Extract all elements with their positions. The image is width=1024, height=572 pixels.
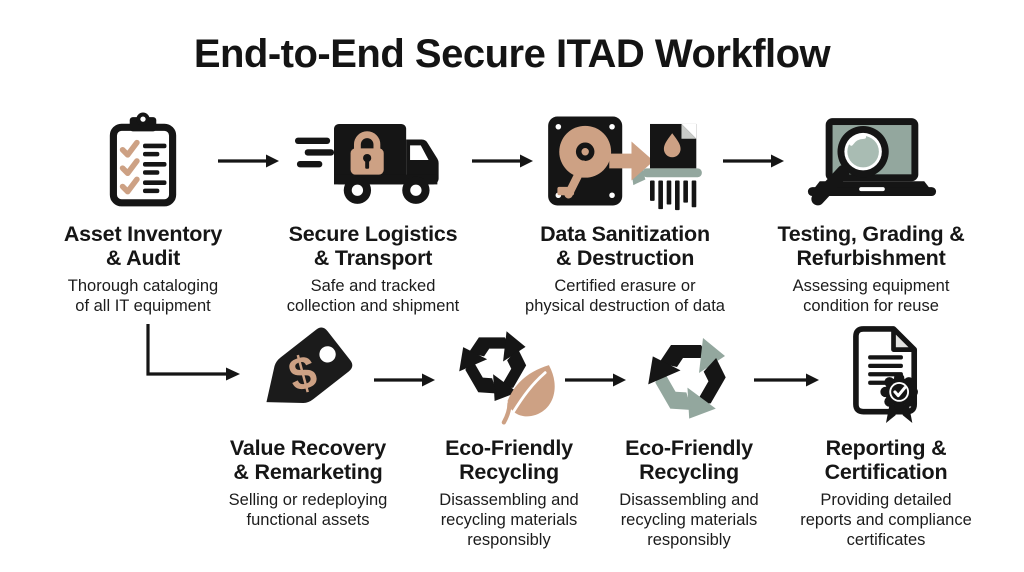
flow-elbow-arrow xyxy=(140,322,250,386)
step-title: Data Sanitization & Destruction xyxy=(540,222,710,271)
certificate-document-icon xyxy=(776,324,996,426)
recycle-arrows-icon xyxy=(599,324,779,426)
flow-arrow-1 xyxy=(216,151,280,171)
step-title: Eco-Friendly Recycling xyxy=(445,436,573,485)
flow-arrow-6 xyxy=(752,370,820,390)
workflow-step-4: Testing, Grading & Refurbishment Assessi… xyxy=(761,110,981,317)
laptop-magnifier-icon xyxy=(761,110,981,212)
workflow-step-6: Eco-Friendly Recycling Disassembling and… xyxy=(419,324,599,551)
step-description: Certified erasure or physical destructio… xyxy=(525,277,725,315)
step-title: Value Recovery & Remarketing xyxy=(229,436,387,485)
step-description: Assessing equipment condition for reuse xyxy=(792,277,950,315)
step-description: Thorough cataloging of all IT equipment xyxy=(67,277,219,315)
step-title: Secure Logistics & Transport xyxy=(288,222,458,271)
step-title: Testing, Grading & Refurbishment xyxy=(777,222,965,271)
recycle-leaf-icon xyxy=(419,324,599,426)
step-description: Disassembling and recycling materials re… xyxy=(439,491,579,549)
workflow-step-2: Secure Logistics & Transport Safe and tr… xyxy=(268,110,478,317)
step-title: Reporting & Certification xyxy=(824,436,948,485)
step-description: Safe and tracked collection and shipment xyxy=(286,277,460,315)
workflow-step-8: Reporting & Certification Providing deta… xyxy=(776,324,996,551)
flow-arrow-3 xyxy=(721,151,785,171)
secure-truck-icon xyxy=(268,110,478,212)
step-description: Disassembling and recycling materials re… xyxy=(619,491,759,549)
workflow-step-3: Data Sanitization & Destruction Certifie… xyxy=(505,110,745,317)
price-tag-icon: $ xyxy=(198,324,418,426)
flow-arrow-2 xyxy=(470,151,534,171)
step-description: Providing detailed reports and complianc… xyxy=(800,491,972,549)
step-title: Eco-Friendly Recycling xyxy=(625,436,753,485)
workflow-step-5: $ Value Recovery & Remarketing Selling o… xyxy=(198,324,418,531)
workflow-step-7: Eco-Friendly Recycling Disassembling and… xyxy=(599,324,779,551)
step-description: Selling or redeploying functional assets xyxy=(228,491,388,529)
page-title: End-to-End Secure ITAD Workflow xyxy=(193,32,831,76)
flow-arrow-4 xyxy=(372,370,436,390)
step-title: Asset Inventory & Audit xyxy=(63,222,223,271)
clipboard-checklist-icon xyxy=(43,110,243,212)
flow-arrow-5 xyxy=(563,370,627,390)
workflow-step-1: Asset Inventory & Audit Thorough catalog… xyxy=(43,110,243,317)
hdd-shredder-icon xyxy=(505,110,745,212)
